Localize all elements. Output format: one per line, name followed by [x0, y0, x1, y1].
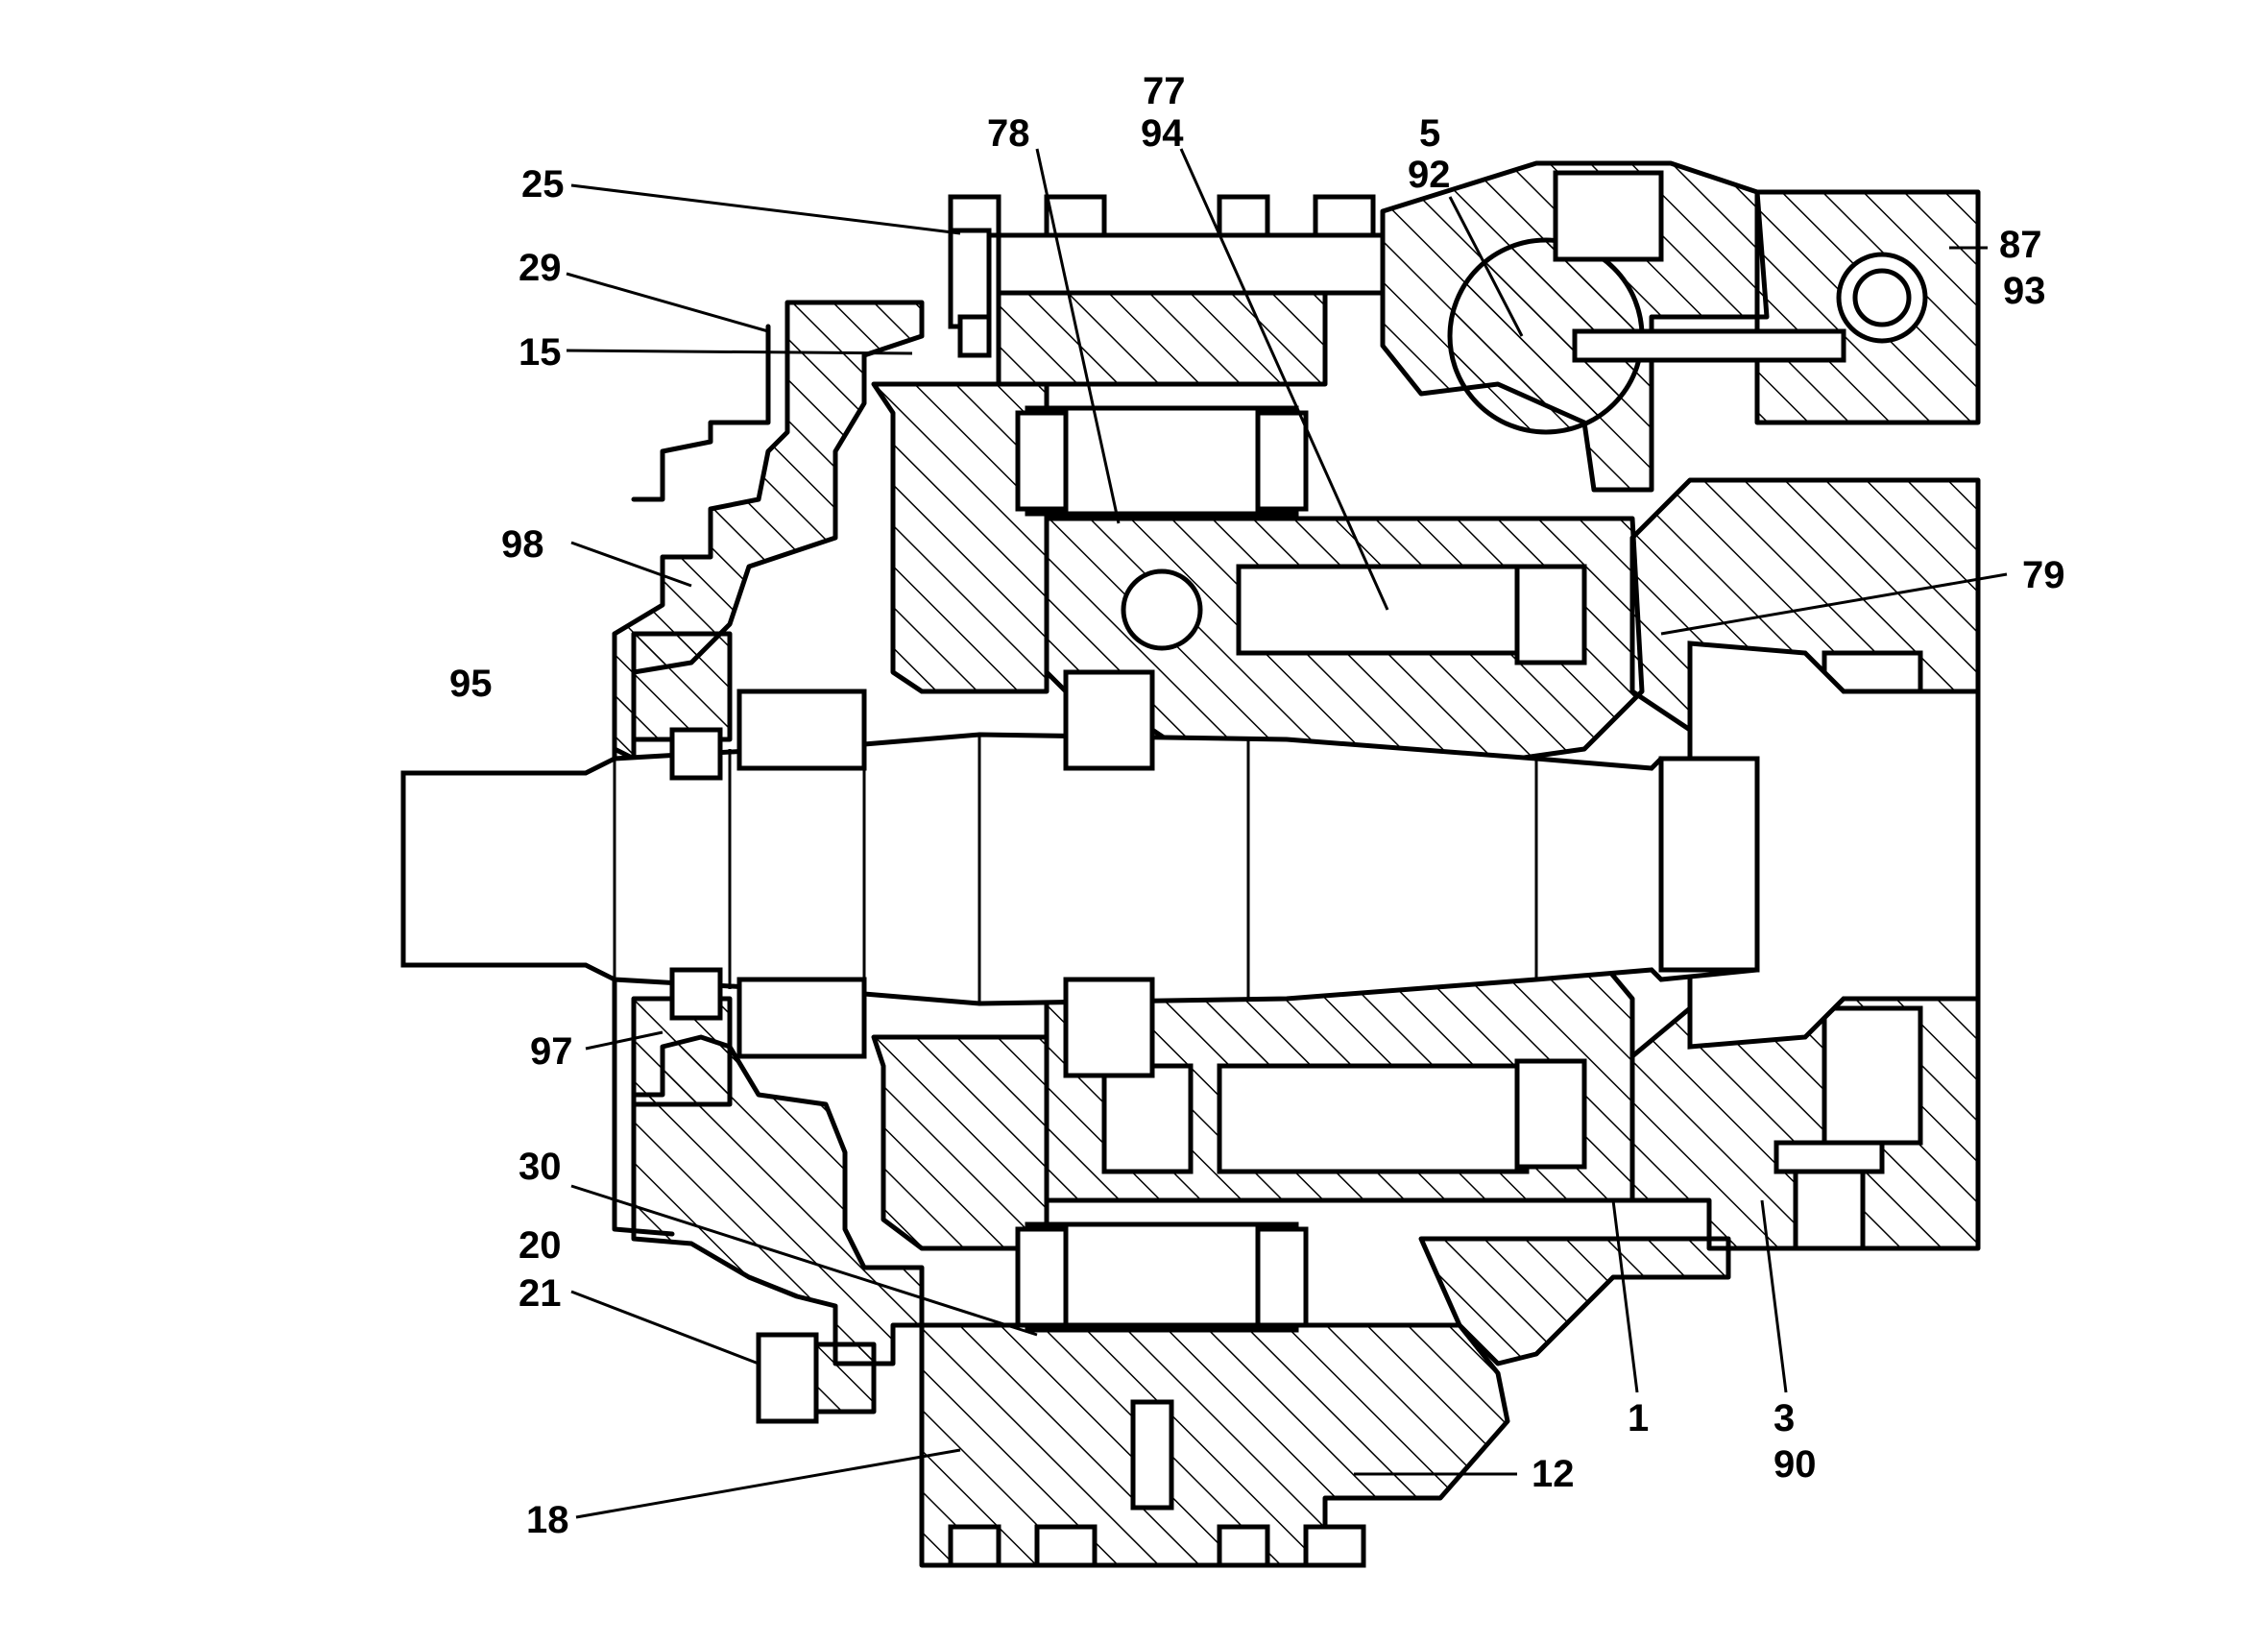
leader-lines: [566, 148, 2008, 1519]
label-95: 95: [449, 663, 493, 705]
bottom-housing: [919, 1236, 1731, 1568]
label-25: 25: [521, 163, 565, 206]
label-12: 12: [1532, 1453, 1575, 1495]
callout-labels: 77 78 94 5 92 25 29 15 87 93 98 79 95 97…: [449, 70, 2065, 1541]
label-97: 97: [530, 1030, 573, 1073]
swashplate-region: [1380, 160, 1981, 493]
bolt-25: [948, 228, 992, 358]
shaft-seal: [631, 631, 1155, 1107]
label-93: 93: [2003, 270, 2046, 312]
label-90: 90: [1773, 1443, 1817, 1486]
label-3: 3: [1773, 1397, 1795, 1439]
label-77: 77: [1143, 70, 1186, 112]
label-15: 15: [519, 331, 562, 374]
label-98: 98: [501, 523, 544, 566]
label-94: 94: [1141, 112, 1184, 155]
label-79: 79: [2022, 554, 2065, 596]
label-5: 5: [1419, 112, 1440, 155]
label-20: 20: [519, 1224, 562, 1267]
label-29: 29: [519, 247, 562, 289]
label-18: 18: [526, 1499, 569, 1541]
top-bolts: [948, 194, 1386, 387]
label-1: 1: [1628, 1397, 1649, 1439]
label-21: 21: [519, 1272, 562, 1315]
label-87: 87: [1999, 224, 2042, 266]
label-78: 78: [987, 112, 1030, 155]
pistons: [1044, 516, 1645, 1203]
drain-plug: [756, 1332, 877, 1424]
label-30: 30: [519, 1146, 562, 1188]
rotor-housing: [871, 381, 1309, 1333]
label-92: 92: [1408, 154, 1451, 196]
